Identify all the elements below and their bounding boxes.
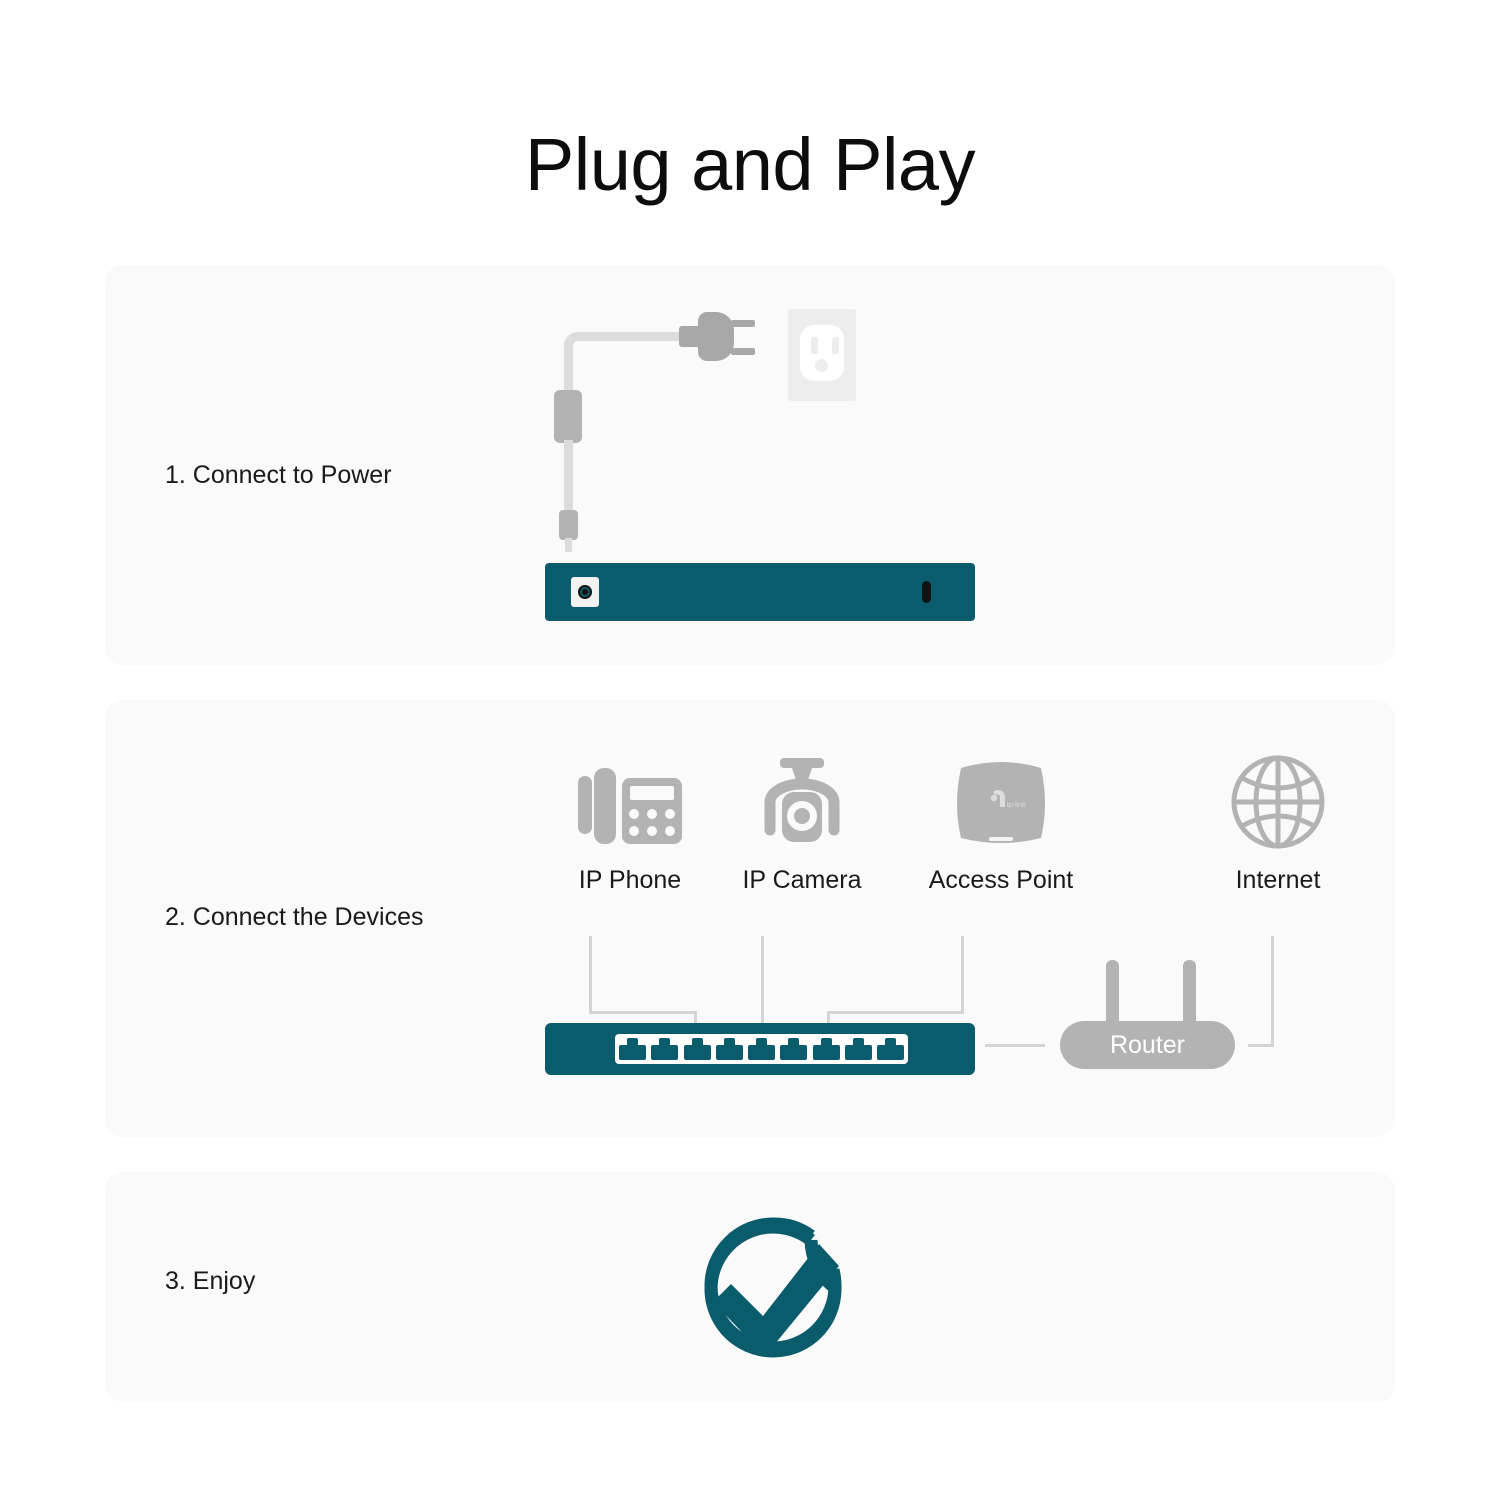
step-panel-connect-to-power: 1. Connect to Power: [105, 265, 1395, 665]
svg-text:tp-link: tp-link: [1007, 802, 1026, 809]
network-switch-front-icon: [545, 1023, 975, 1075]
router-label: Router: [1109, 1030, 1186, 1059]
ac-plug-icon: [698, 312, 734, 361]
device-label-ip-phone: IP Phone: [578, 866, 682, 894]
router-icon: Router: [1060, 1021, 1235, 1069]
ip-camera-icon: [707, 745, 897, 850]
rj45-port-icon: [651, 1038, 679, 1060]
dc-power-jack-pin: [582, 589, 588, 595]
device-ip-camera: IP Camera: [707, 745, 897, 895]
check-circle-icon: [693, 1210, 853, 1370]
device-row: IP Phone IP Camera: [535, 745, 1365, 935]
link-access-point-across: [827, 1011, 964, 1014]
network-switch-rear-icon: [545, 563, 975, 621]
link-access-point-drop: [961, 936, 964, 1011]
rj45-port-icon: [715, 1038, 743, 1060]
link-ip-phone-drop: [589, 936, 592, 1011]
step-2-label: 2. Connect the Devices: [165, 903, 424, 931]
ip-phone-icon: [535, 745, 725, 850]
power-cable-connector-end: [565, 538, 572, 552]
dc-power-jack-icon: [571, 577, 599, 607]
power-cable-connector-tip: [559, 510, 578, 540]
power-adapter-block: [554, 390, 582, 443]
power-cable-horizontal: [585, 332, 685, 341]
step-1-label: 1. Connect to Power: [165, 461, 392, 489]
tp-link-logo: tp-link: [990, 789, 1026, 809]
outlet-ground-hole: [815, 359, 828, 372]
device-label-access-point: Access Point: [928, 866, 1074, 894]
link-ip-phone-across: [589, 1011, 697, 1014]
access-point-led: [989, 837, 1013, 841]
power-cable-vertical-lower: [564, 440, 573, 515]
page-title: Plug and Play: [524, 123, 976, 206]
ac-plug-prong-top: [731, 320, 755, 327]
device-access-point: tp-link Access Point: [906, 745, 1096, 895]
power-connection-illustration: [535, 295, 975, 635]
link-switch-to-router: [985, 1044, 1045, 1047]
rj45-port-icon: [619, 1038, 646, 1060]
outlet-slot-left: [811, 337, 818, 354]
rj45-port-band: [615, 1034, 908, 1064]
device-label-internet: Internet: [1235, 866, 1321, 894]
outlet-slot-right: [832, 337, 839, 354]
device-label-ip-camera: IP Camera: [742, 866, 862, 894]
check-circle-ring: [704, 1217, 842, 1355]
router-antenna-right: [1183, 960, 1196, 1028]
device-ip-phone: IP Phone: [535, 745, 725, 895]
rj45-port-icon: [877, 1038, 904, 1060]
ac-plug-neck: [679, 326, 703, 347]
link-internet-drop: [1271, 936, 1274, 1046]
rj45-port-icon: [683, 1038, 711, 1060]
rj45-port-icon: [748, 1038, 775, 1060]
check-mark: [713, 1244, 839, 1356]
link-ip-camera-drop: [761, 936, 764, 1071]
kensington-lock-slot-icon: [922, 581, 931, 603]
step-panel-connect-the-devices: 2. Connect the Devices IP Phone: [105, 700, 1395, 1137]
globe-icon: [1183, 745, 1373, 850]
link-internet-to-router: [1248, 1044, 1274, 1047]
router-antenna-left: [1106, 960, 1119, 1028]
rj45-port-icon: [812, 1038, 840, 1060]
ac-plug-prong-bottom: [731, 348, 755, 355]
rj45-port-icon: [844, 1038, 872, 1060]
access-point-icon: tp-link: [906, 745, 1096, 850]
device-internet: Internet: [1183, 745, 1373, 895]
power-cable-vertical-upper: [564, 342, 573, 390]
step-3-label: 3. Enjoy: [165, 1267, 256, 1295]
step-panel-enjoy: 3. Enjoy: [105, 1172, 1395, 1402]
rj45-port-icon: [780, 1038, 808, 1060]
